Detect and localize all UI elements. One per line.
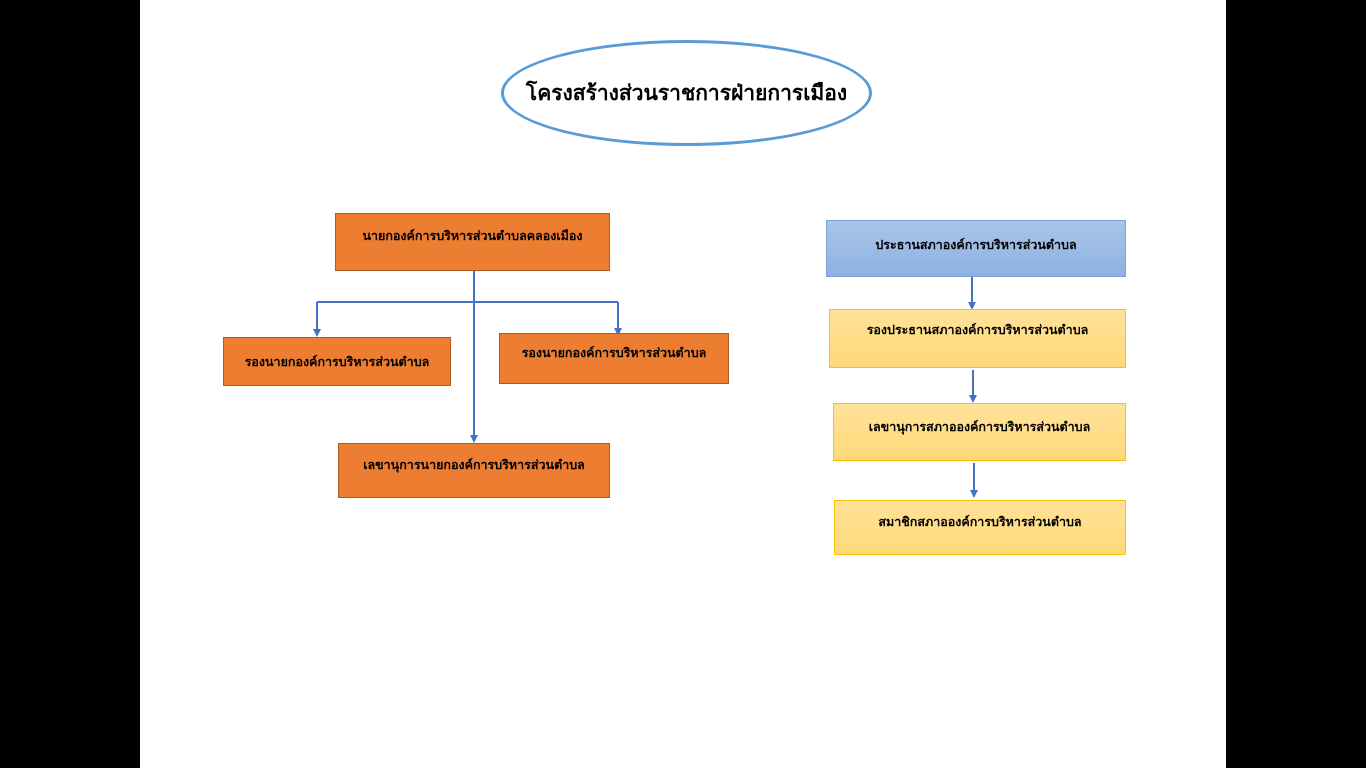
diagram-title: โครงสร้างส่วนราชการฝ่ายการเมือง xyxy=(525,80,848,105)
box-council-members: สมาชิกสภาอองค์การบริหารส่วนตำบล xyxy=(834,500,1126,555)
box-deputy-executive-1-label: รองนายกองค์การบริหารส่วนตำบล xyxy=(244,353,430,369)
box-deputy-executive-2-label: รองนายกองค์การบริหารส่วนตำบล xyxy=(521,344,707,360)
box-council-secretary: เลขานุการสภาอองค์การบริหารส่วนตำบล xyxy=(833,403,1126,461)
box-council-chair-label: ประธานสภาองค์การบริหารส่วนตำบล xyxy=(875,236,1077,252)
box-chief-executive-label: นายกองค์การบริหารส่วนตำบลคลองเมือง xyxy=(362,228,583,243)
box-executive-secretary: เลขานุการนายกองค์การบริหารส่วนตำบล xyxy=(338,443,610,498)
box-council-chair: ประธานสภาองค์การบริหารส่วนตำบล xyxy=(826,220,1126,277)
box-deputy-executive-1: รองนายกองค์การบริหารส่วนตำบล xyxy=(223,337,451,386)
title-oval: โครงสร้างส่วนราชการฝ่ายการเมือง xyxy=(501,40,872,146)
box-deputy-executive-2: รองนายกองค์การบริหารส่วนตำบล xyxy=(499,333,729,384)
box-council-secretary-label: เลขานุการสภาอองค์การบริหารส่วนตำบล xyxy=(868,419,1091,434)
box-council-vice-chair: รองประธานสภาองค์การบริหารส่วนตำบล xyxy=(829,309,1126,368)
box-chief-executive: นายกองค์การบริหารส่วนตำบลคลองเมือง xyxy=(335,213,610,271)
box-executive-secretary-label: เลขานุการนายกองค์การบริหารส่วนตำบล xyxy=(363,456,585,472)
box-council-members-label: สมาชิกสภาอองค์การบริหารส่วนตำบล xyxy=(878,513,1082,529)
box-council-vice-chair-label: รองประธานสภาองค์การบริหารส่วนตำบล xyxy=(866,321,1089,337)
